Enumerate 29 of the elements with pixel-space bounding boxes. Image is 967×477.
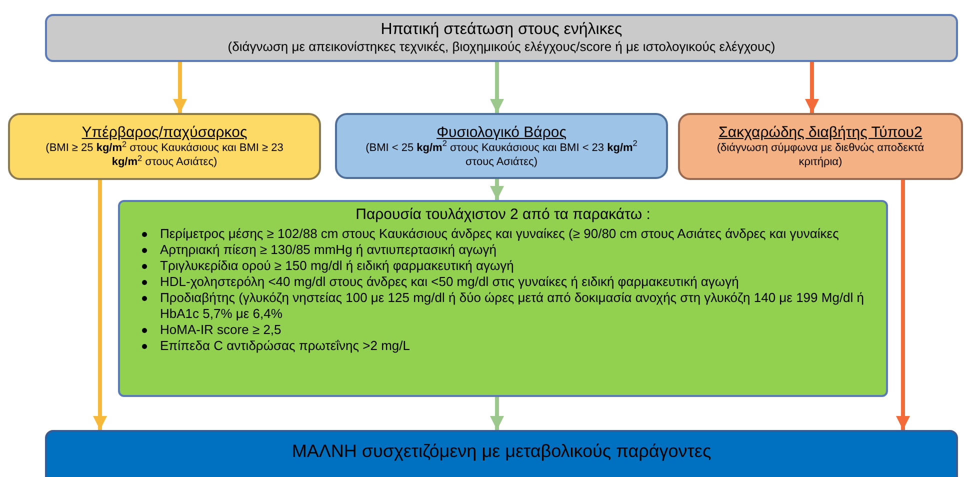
criterion-text: Περίμετρος μέσης ≥ 102/88 cm στους Καυκάσιους άνδρες και γυναίκες (≥ 90/80 cm στους Ασιάτες άνδρες και γυναίκες — [160, 226, 839, 242]
arrow — [805, 62, 819, 113]
arrow — [490, 179, 504, 200]
outcome-box — [45, 430, 958, 477]
box-subtitle: (BMI < 25 kg/m$^{2}$ στους Καυκάσιους και BMI < 23 kg/m$^{2}$ στους Ασιάτες) — [365, 140, 638, 168]
category-box — [8, 113, 321, 180]
arrow — [490, 397, 504, 430]
criterion-text: Προδιαβήτης (γλυκόζη νηστείας 100 με 125 mg/dl ή δύο ώρες μετά από δοκιμασία ανοχής στη γλυκόζη 140 με 199 Mg/dl ή HbA1c 5,7% με 6,4% — [160, 290, 866, 322]
criteria-box — [118, 200, 888, 397]
criterion-text: HDL-χοληστερόλη <40 mg/dl στους άνδρες και <50 mg/dl στις γυναίκες ή ειδική φαρμακευτική αγωγή — [160, 274, 739, 290]
box-title: Ηπατική στεάτωση στους ενήλικες — [380, 21, 622, 39]
arrow — [173, 62, 187, 113]
box-title: Σακχαρώδης διαβήτης Τύπου2 — [718, 124, 922, 141]
box-heading: Παρουσία τουλάχιστον 2 από τα παρακάτω : — [354, 206, 652, 224]
box-subtitle: (διάγνωση με απεικονίστηκες τεχνικές, βιοχημικούς ελέγχους/score ή με ιστολογικούς ελέγχους) — [228, 39, 776, 55]
criterion-text: Αρτηριακή πίεση ≥ 130/85 mmHg ή αντιυπερτασική αγωγή — [160, 242, 496, 258]
category-box — [335, 113, 668, 179]
criterion-text: Τριγλυκερίδια ορού ≥ 150 mg/dl ή ειδική φαρμακευτική αγωγή — [160, 258, 514, 274]
box-subtitle: (διάγνωση σύμφωνα με διεθνώς αποδεκτά κριτήρια) — [716, 141, 926, 169]
criterion-text: Επίπεδα C αντιδρώσας πρωτεΐνης >2 mg/L — [160, 338, 410, 354]
box-subtitle: (BMI ≥ 25 kg/m$^{2}$ στους Καυκάσιους και BMI ≥ 23 kg/m$^{2}$ στους Ασιάτες) — [44, 141, 284, 169]
header-box — [45, 14, 958, 62]
box-title: ΜΑΛΝΗ συσχετιζόμενη με μεταβολικούς παράγοντες — [292, 440, 712, 462]
arrow — [896, 180, 910, 430]
box-title: Φυσιολογικό Βάρος — [436, 124, 566, 140]
criterion-text: HoMA-IR score ≥ 2,5 — [160, 322, 282, 338]
category-box — [678, 113, 963, 180]
arrow — [490, 62, 504, 113]
box-title: Υπέρβαρος/παχύσαρκος — [82, 124, 248, 141]
